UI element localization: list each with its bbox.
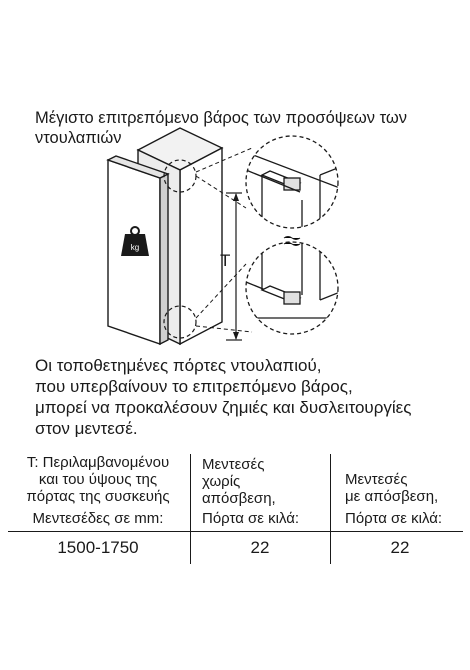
col2-header-line: χωρίς	[202, 473, 241, 490]
weight-icon: kg	[121, 226, 149, 256]
warning-line: που υπερβαίνουν το επιτρεπόμενο βάρος,	[35, 377, 353, 396]
detail-circle-bottom	[163, 305, 197, 339]
column-divider	[190, 454, 191, 564]
height-range-cell: 1500-1750	[57, 538, 139, 557]
col1-header-line: T: Περιλαμβανομένου	[26, 454, 170, 471]
warning-text: Οι τοποθετημένες πόρτες ντουλαπιού, που …	[35, 355, 465, 439]
col1-header-line: και του ύψους της	[38, 471, 158, 488]
col3-header-line: Μεντεσές	[345, 471, 408, 488]
col2-header-line: Πόρτα σε κιλά:	[202, 510, 300, 527]
col2-header-line: Μεντεσές	[202, 456, 265, 473]
col1-subheader: Μεντεσέδες σε mm:	[32, 510, 164, 527]
weight-badge-label: kg	[131, 243, 139, 252]
col1-header-line: πόρτας της συσκευής	[26, 488, 170, 505]
header-rule	[8, 531, 463, 532]
warning-line: στον μεντεσέ.	[35, 419, 138, 438]
warning-line: μπορεί να προκαλέσουν ζημιές και δυσλειτ…	[35, 398, 412, 417]
detail-zoom-bottom	[245, 241, 339, 335]
page-heading: Μέγιστο επιτρεπόμενο βάρος των προσόψεων…	[35, 109, 408, 147]
detail-zoom-top	[245, 135, 339, 229]
column-divider	[330, 454, 331, 564]
col3-header-line: με απόσβεση,	[345, 488, 439, 505]
dimension-label: T	[220, 251, 230, 270]
weight-with-damping-cell: 22	[390, 538, 410, 557]
col3-header-line: Πόρτα σε κιλά:	[345, 510, 443, 527]
dimension-line	[226, 192, 242, 341]
warning-line: Οι τοποθετημένες πόρτες ντουλαπιού,	[35, 356, 322, 375]
col2-header-line: απόσβεση,	[202, 490, 276, 507]
weight-without-damping-cell: 22	[250, 538, 270, 557]
